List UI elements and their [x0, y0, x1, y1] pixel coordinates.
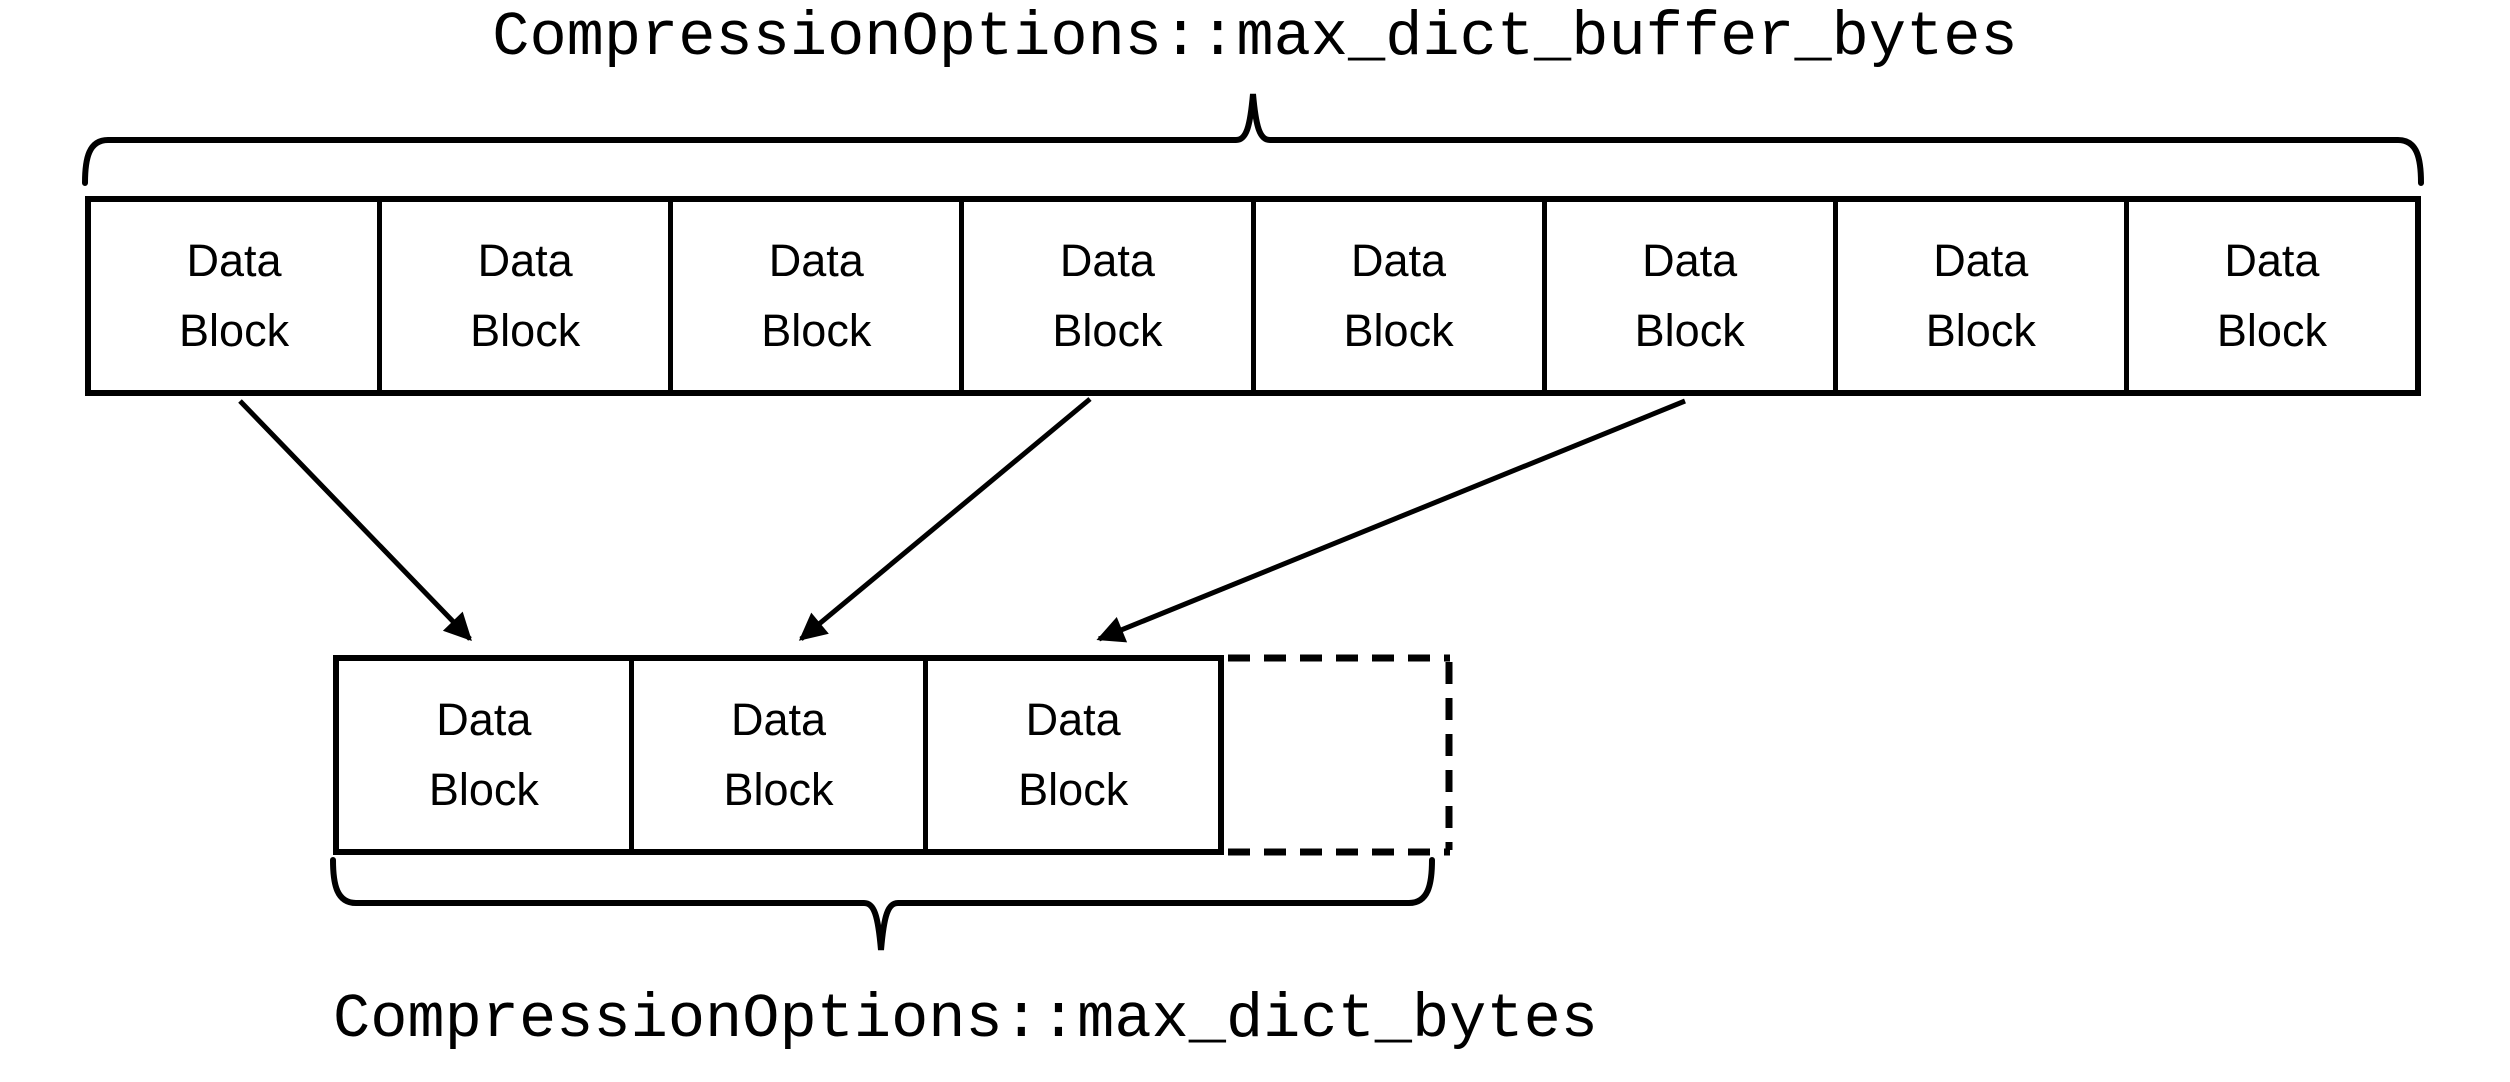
data-block-label: Data Block [1018, 694, 1129, 815]
arrow-block1-to-dict [238, 399, 472, 641]
data-block-label: Data Block [723, 694, 834, 815]
data-block: Data Block [1837, 202, 2129, 390]
data-block-label: Data Block [1343, 235, 1454, 356]
data-block: Data Block [633, 661, 929, 849]
pending-block-dashed-outline [1228, 654, 1453, 856]
data-block: Data Block [2128, 202, 2415, 390]
data-block: Data Block [1255, 202, 1547, 390]
data-block-label: Data Block [428, 694, 539, 815]
bottom-brace [330, 857, 1435, 951]
data-block-label: Data Block [761, 235, 872, 356]
data-block-label: Data Block [179, 235, 290, 356]
max-dict-buffer-bytes-label: CompressionOptions::max_dict_buffer_byte… [492, 2, 2018, 73]
data-block: Data Block [964, 202, 1256, 390]
top-brace [82, 93, 2424, 186]
data-block-label: Data Block [1634, 235, 1745, 356]
dict-buffer-row: Data Block Data Block Data Block Data Bl… [85, 196, 2421, 396]
data-block: Data Block [339, 661, 634, 849]
data-block: Data Block [382, 202, 674, 390]
max-dict-bytes-label: CompressionOptions::max_dict_bytes [333, 984, 1599, 1055]
dict-row: Data Block Data Block Data Block [333, 655, 1224, 855]
data-block: Data Block [91, 202, 383, 390]
data-block-label: Data Block [2216, 235, 2327, 356]
data-block: Data Block [928, 661, 1219, 849]
data-block: Data Block [673, 202, 965, 390]
data-block-label: Data Block [470, 235, 581, 356]
data-block: Data Block [1546, 202, 1838, 390]
arrow-block4-to-dict [798, 397, 1092, 641]
data-block-label: Data Block [1925, 235, 2036, 356]
arrow-block6-to-dict [1096, 398, 1686, 643]
data-block-label: Data Block [1052, 235, 1163, 356]
